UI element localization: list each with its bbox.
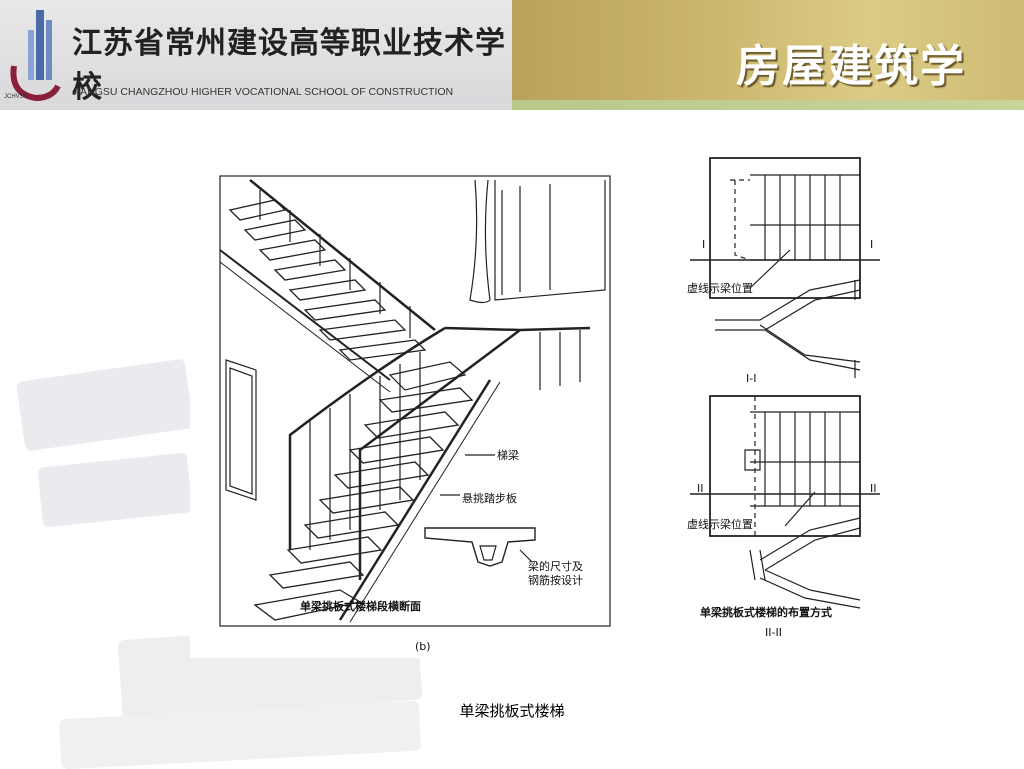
school-logo-banner: JCHVSC 江苏省常州建设高等职业技术学校 JIANGSU CHANGZHOU…: [0, 0, 512, 110]
plan-bottom: [709, 395, 861, 537]
school-logo-icon: [10, 10, 61, 102]
section-II-label: II-II: [765, 626, 782, 639]
plan-note-bottom: 虚线示梁位置: [687, 517, 753, 531]
caption-plan: 单梁挑板式楼梯的布置方式: [700, 605, 832, 619]
perspective-frame: [219, 175, 611, 627]
plan-top: [709, 157, 861, 299]
logo-abbrev: JCHVSC: [4, 94, 29, 100]
section-I-label: I-I: [746, 372, 756, 385]
label-note-2: 钢筋按设计: [528, 573, 583, 587]
slide-header: JCHVSC 江苏省常州建设高等职业技术学校 JIANGSU CHANGZHOU…: [0, 0, 1024, 110]
caption-perspective: 单梁挑板式楼梯段横断面: [300, 599, 421, 613]
label-beam: 梯梁: [497, 448, 519, 462]
school-name-cn: 江苏省常州建设高等职业技术学校: [72, 26, 506, 105]
mark-I-right: I: [870, 238, 873, 251]
course-title: 房屋建筑学: [736, 41, 966, 92]
title-banner: 房屋建筑学: [512, 0, 1024, 100]
mark-II-right: II: [870, 482, 877, 495]
stair-drawing: 梯梁 悬挑踏步板 梁的尺寸及 钢筋按设计 单梁挑板式楼梯段横断面 (b) 虚线示…: [219, 157, 880, 653]
mark-I-left: I: [702, 238, 705, 251]
figure-caption: 单梁挑板式楼梯: [459, 702, 565, 720]
mark-II-left: II: [697, 482, 704, 495]
stair-figure: 梯梁 悬挑踏步板 梁的尺寸及 钢筋按设计 单梁挑板式楼梯段横断面 (b) 虚线示…: [190, 150, 902, 658]
label-note-1: 梁的尺寸及: [528, 559, 583, 573]
plan-note-top: 虚线示梁位置: [687, 281, 753, 295]
watermark-book: [15, 358, 195, 452]
title-stripe: [512, 100, 1024, 110]
sub-label-b: (b): [415, 640, 431, 653]
school-name-en: JIANGSU CHANGZHOU HIGHER VOCATIONAL SCHO…: [72, 86, 454, 98]
label-tread: 悬挑踏步板: [462, 491, 517, 505]
watermark-book: [37, 452, 193, 528]
